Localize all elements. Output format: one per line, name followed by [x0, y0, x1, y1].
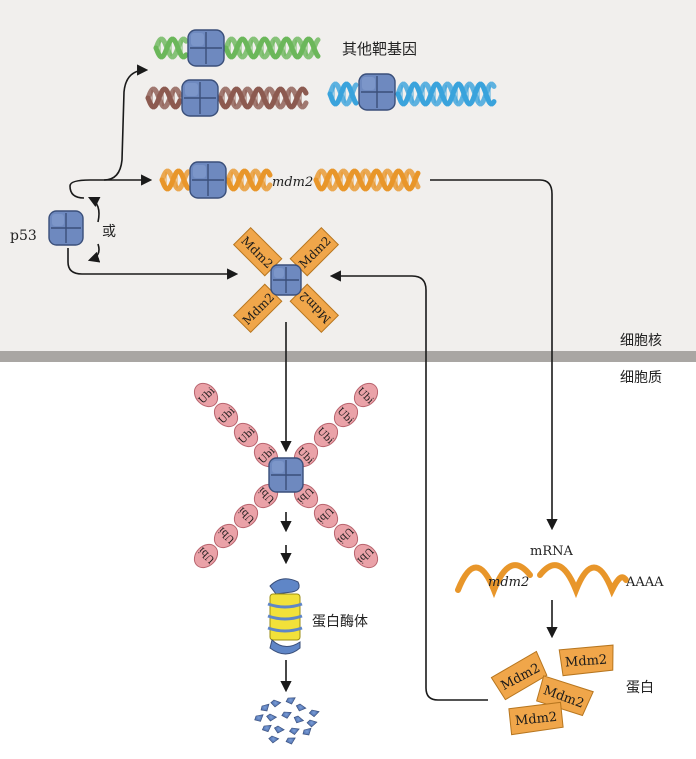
mrna-strand-right [537, 562, 629, 599]
peptide-fragment [268, 735, 280, 744]
p53-on-brown-dna [181, 79, 219, 117]
peptide-fragment [260, 703, 270, 712]
peptide-fragment [293, 715, 305, 724]
nucleus-label: 细胞核 [620, 333, 662, 349]
arrow-protein-to-complex [329, 270, 488, 701]
dna-blue-left [327, 81, 359, 107]
dna-blue-right [395, 81, 497, 107]
mdm2-gene-label: mdm2 [272, 175, 313, 190]
arrow-or-down [87, 243, 101, 263]
ubiquitin: Ubi [193, 543, 219, 569]
other-target-genes-label: 其他靶基因 [342, 40, 417, 58]
peptide-fragment [254, 714, 264, 722]
peptide-fragment [306, 719, 318, 728]
proteasome-band-3 [267, 626, 303, 633]
degraded-peptide-fragments [254, 697, 320, 745]
peptide-fragment [281, 711, 292, 719]
p53-ubiquitinated [268, 457, 304, 493]
ubiquitin: Ubi [233, 503, 259, 529]
mdm2-protein-4 [508, 701, 564, 736]
p53-tetramers [48, 29, 396, 493]
ubiquitin: Ubi [193, 382, 219, 408]
ubiquitin: Ubi [313, 422, 339, 448]
ubiquitin: Ubi [213, 523, 239, 549]
ubiquitin: Ubi [333, 402, 359, 428]
dna-green-right [223, 36, 321, 60]
arrow-mdm2-gene-to-mrna [430, 179, 558, 531]
mdm2-proteins: Mdm2 Mdm2 Mdm2 Mdm2 [490, 644, 614, 736]
pathway-arrows [67, 64, 558, 701]
mrna-label: mRNA [530, 544, 573, 559]
p53-in-complex [270, 264, 302, 296]
proteasome-band-1 [267, 602, 303, 609]
mdm2-protein-3 [536, 675, 594, 717]
dna-green-left [153, 36, 189, 60]
ubiquitin: Ubi [213, 402, 239, 428]
proteasome-label: 蛋白酶体 [312, 614, 368, 630]
peptide-fragment [266, 713, 278, 722]
dna-brown-right [217, 86, 309, 110]
peptide-fragment [285, 697, 296, 705]
mdm2-mrna [455, 562, 629, 599]
peptide-fragment [270, 699, 282, 708]
p53-free [48, 210, 84, 246]
mdm2-protein-2-label: Mdm2 [565, 653, 608, 671]
ubiquitin: Ubi [313, 503, 339, 529]
proteasome [267, 578, 303, 655]
peptide-fragment [289, 727, 300, 735]
p53-on-mdm2-gene [189, 161, 227, 199]
proteasome-band-2 [267, 614, 303, 621]
mdm2-protein-2 [558, 644, 614, 677]
mrna-strand-left [455, 562, 533, 599]
or-label: 或 [102, 224, 116, 240]
protein-label: 蛋白 [626, 680, 654, 696]
peptide-fragment [302, 727, 312, 736]
proteasome-cap-bottom [269, 639, 301, 655]
ubiquitin: Ubi [353, 382, 379, 408]
arrow-or-up [87, 196, 101, 223]
mdm2-mrna-label: mdm2 [488, 575, 529, 590]
peptide-fragment [308, 709, 320, 718]
peptide-fragment [261, 724, 272, 733]
cytoplasm-label: 细胞质 [620, 370, 662, 386]
peptide-fragment [295, 703, 307, 712]
mdm2-protein-1 [490, 650, 548, 701]
dna-brown-left [145, 86, 183, 110]
ubiquitin: Ubi [233, 422, 259, 448]
p53-label: p53 [10, 228, 37, 244]
ubiquitin: Ubi [353, 543, 379, 569]
p53-on-green-dna [187, 29, 225, 67]
p53-on-blue-dna [358, 73, 396, 111]
polya-tail-label: AAAA [625, 575, 664, 590]
arrow-p53-to-complex [67, 248, 239, 280]
nuclear-membrane [0, 351, 696, 362]
dna-orange-left [159, 168, 191, 192]
dna-helix-layer [145, 36, 497, 192]
ubiquitin: Ubi [333, 523, 359, 549]
dna-orange-mid [225, 168, 273, 192]
peptide-fragment [285, 737, 296, 745]
dna-orange-right [313, 168, 421, 192]
peptide-fragment [273, 725, 285, 734]
mdm2-protein-4-label: Mdm2 [514, 710, 558, 729]
proteasome-cap-top [269, 578, 300, 595]
